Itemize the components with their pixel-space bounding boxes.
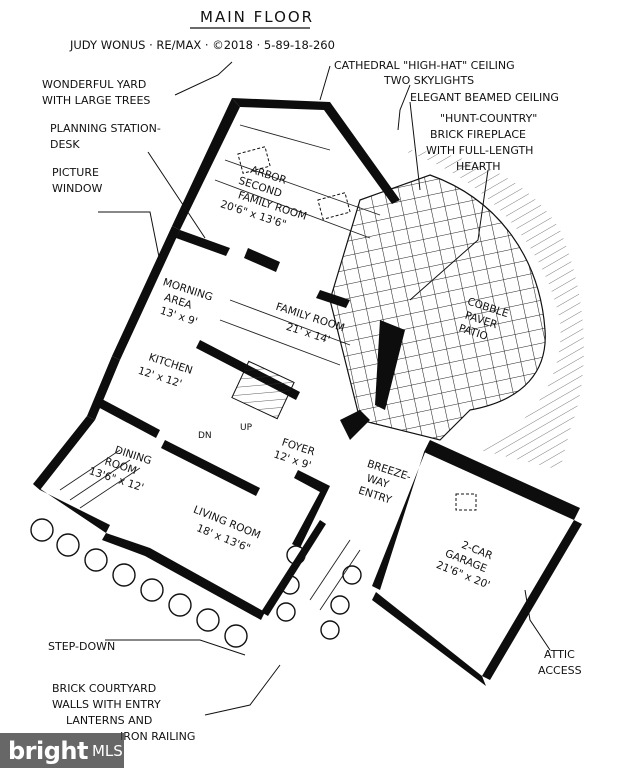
credit-line: JUDY WONUS · RE/MAX · ©2018 · 5-89-18-26… xyxy=(69,38,335,52)
watermark-suffix: MLS xyxy=(91,741,123,760)
interior-detail xyxy=(59,124,381,611)
room-kitchen: KITCHEN12' x 12' xyxy=(136,350,194,393)
stair-up-label: UP xyxy=(240,423,253,433)
house-walls xyxy=(33,98,582,686)
callout-beamed: ELEGANT BEAMED CEILING xyxy=(410,91,559,104)
room-arbor: ARBORSECONDFAMILY ROOM20'6" x 13'6" xyxy=(219,158,317,236)
callout-leaders xyxy=(98,61,551,716)
mls-watermark: bright MLS xyxy=(0,733,124,768)
callout-planning: PLANNING STATION-DESK xyxy=(50,122,161,151)
room-foyer: FOYER12' x 9' xyxy=(272,435,317,472)
room-living: LIVING ROOM18' x 13'6" xyxy=(185,504,262,557)
callout-step-down: STEP-DOWN xyxy=(48,640,115,653)
stair-down-label: DN xyxy=(198,431,212,441)
plan-title: MAIN FLOOR xyxy=(200,8,314,26)
shrub-row xyxy=(30,518,362,648)
room-morning: MORNINGAREA13' x 9' xyxy=(153,276,214,330)
room-breezeway: BREEZE-WAYENTRY xyxy=(357,458,413,510)
hillside-hatch xyxy=(400,150,584,470)
skylights xyxy=(237,146,477,511)
room-dining: DININGROOM13'6" x 12' xyxy=(87,439,153,495)
watermark-brand: bright xyxy=(8,736,88,765)
room-garage: 2-CARGARAGE21'6" x 20' xyxy=(434,533,502,591)
callout-skylights: TWO SKYLIGHTS xyxy=(383,74,474,87)
callout-ceiling: CATHEDRAL "HIGH-HAT" CEILING xyxy=(334,59,515,72)
